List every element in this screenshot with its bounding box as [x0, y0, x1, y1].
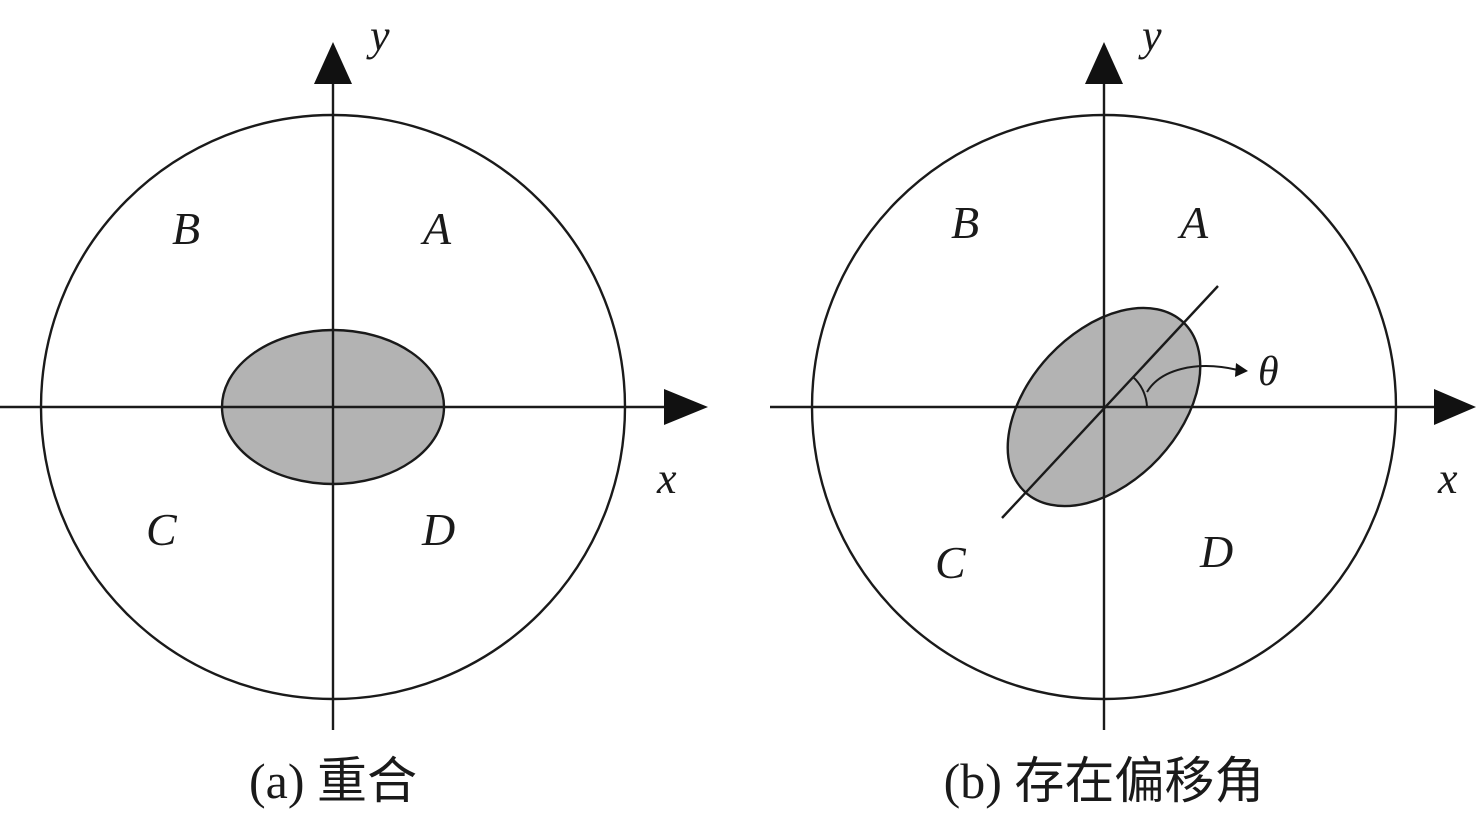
panel-b-ellipse-major-axis — [1001, 285, 1219, 519]
panel-a-y-label: y — [366, 11, 390, 60]
panel-a-x-arrow-icon — [664, 389, 708, 425]
panel-b-quadrant-c: C — [935, 537, 967, 588]
panel-a-caption: (a) 重合 — [249, 753, 417, 809]
panel-b: θ y x A B C D (b) 存在偏移角 — [770, 11, 1476, 809]
panel-a-quadrant-d: D — [421, 504, 455, 555]
panel-a-y-arrow-icon — [314, 42, 352, 84]
panel-a-quadrant-a: A — [420, 203, 452, 254]
panel-b-y-label: y — [1138, 11, 1162, 60]
panel-b-x-label: x — [1437, 454, 1458, 503]
panel-b-x-arrow-icon — [1434, 389, 1476, 425]
panel-a-x-label: x — [656, 454, 677, 503]
panel-b-quadrant-a: A — [1177, 197, 1209, 248]
panel-b-angle-arc — [1132, 376, 1148, 408]
panel-a: y x A B C D (a) 重合 — [0, 11, 708, 809]
panel-b-quadrant-d: D — [1199, 526, 1233, 577]
panel-b-y-arrow-icon — [1085, 42, 1123, 84]
panel-a-quadrant-b: B — [172, 203, 200, 254]
panel-b-angle-pointer — [1146, 365, 1239, 393]
panel-b-angle-pointer-arrow-icon — [1235, 363, 1248, 377]
panel-b-quadrant-b: B — [951, 197, 979, 248]
panel-a-quadrant-c: C — [146, 504, 178, 555]
panel-b-caption: (b) 存在偏移角 — [944, 753, 1265, 809]
panel-b-angle-label: θ — [1258, 349, 1279, 395]
